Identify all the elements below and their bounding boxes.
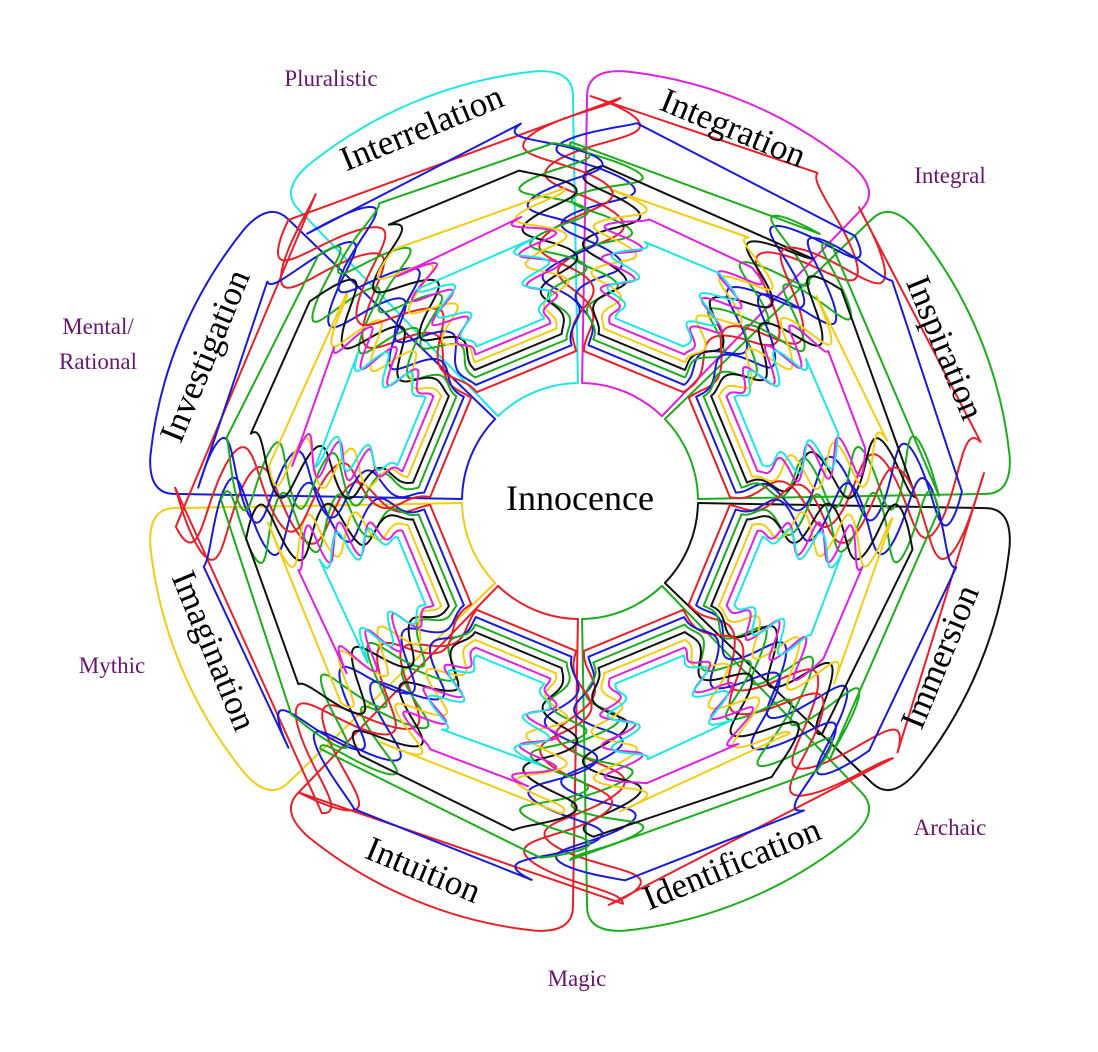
sector-label-integration: Integration xyxy=(655,80,812,175)
wave-band-integration-red xyxy=(544,95,859,394)
sector-outline-inspiration xyxy=(663,210,1011,500)
wave-band-immersion-black xyxy=(710,502,914,736)
wave-band-identification-green xyxy=(569,623,834,861)
sector-label-inspiration: Inspiration xyxy=(898,270,992,425)
wave-band-imagination-red xyxy=(174,465,473,815)
wave-band-interrelation-green xyxy=(337,142,591,379)
stage-label-rational: Rational xyxy=(59,349,137,374)
sector-outline-integration xyxy=(581,70,871,418)
wave-band-integration-blue xyxy=(555,122,862,386)
stage-label-magic: Magic xyxy=(548,966,607,991)
wave-band-imagination-yellow xyxy=(266,511,443,709)
wave-bands xyxy=(174,95,985,906)
wave-band-integration-magenta xyxy=(599,218,763,356)
wave-band-interrelation-yellow xyxy=(376,187,570,364)
wave-band-interrelation-black xyxy=(372,169,579,371)
sector-outlines xyxy=(149,70,1011,932)
wave-band-interrelation-cyan xyxy=(416,236,553,348)
wave-band-integration-green xyxy=(568,141,821,379)
sector-outline-immersion xyxy=(663,502,1011,792)
stage-label-integral: Integral xyxy=(914,163,986,188)
wave-band-investigation-red xyxy=(174,193,473,544)
wave-band-intuition-green xyxy=(319,623,591,859)
wave-band-interrelation-red xyxy=(276,97,622,394)
wave-band-intuition-cyan xyxy=(427,654,552,766)
wave-band-imagination-black xyxy=(245,502,450,715)
stage-label-mythic: Mythic xyxy=(79,653,145,678)
wave-band-integration-yellow xyxy=(590,188,774,364)
wave-band-immersion-yellow xyxy=(717,511,894,691)
wave-band-intuition-magenta xyxy=(402,646,560,788)
sector-outline-identification xyxy=(581,584,871,932)
wave-band-intuition-yellow xyxy=(379,638,569,815)
sector-outline-imagination xyxy=(149,502,497,792)
wave-band-identification-black xyxy=(581,631,800,838)
wave-band-imagination-cyan xyxy=(318,527,427,664)
wave-band-inspiration-cyan xyxy=(733,349,840,474)
stage-label-pluralistic: Pluralistic xyxy=(284,66,377,91)
wave-band-immersion-cyan xyxy=(733,528,843,656)
center-label-innocence: Innocence xyxy=(506,478,654,518)
stage-label-archaic: Archaic xyxy=(914,815,987,840)
sector-label-intuition: Intuition xyxy=(360,829,486,911)
sector-outline-interrelation xyxy=(289,70,579,418)
wave-band-inspiration-red xyxy=(687,206,982,539)
sector-outline-intuition xyxy=(289,584,579,932)
sector-outline-investigation xyxy=(149,210,497,500)
wave-band-investigation-cyan xyxy=(314,351,427,472)
wave-band-imagination-green xyxy=(220,490,458,750)
wave-band-investigation-black xyxy=(249,278,450,500)
wave-band-integration-cyan xyxy=(606,240,738,348)
wave-band-investigation-green xyxy=(225,245,458,512)
stage-label-mental-rational: Mental/ xyxy=(62,314,134,339)
wave-band-identification-cyan xyxy=(606,654,735,761)
wave-band-immersion-red xyxy=(687,466,985,770)
wave-band-inspiration-blue xyxy=(695,236,963,527)
wave-band-inspiration-yellow xyxy=(717,295,889,491)
